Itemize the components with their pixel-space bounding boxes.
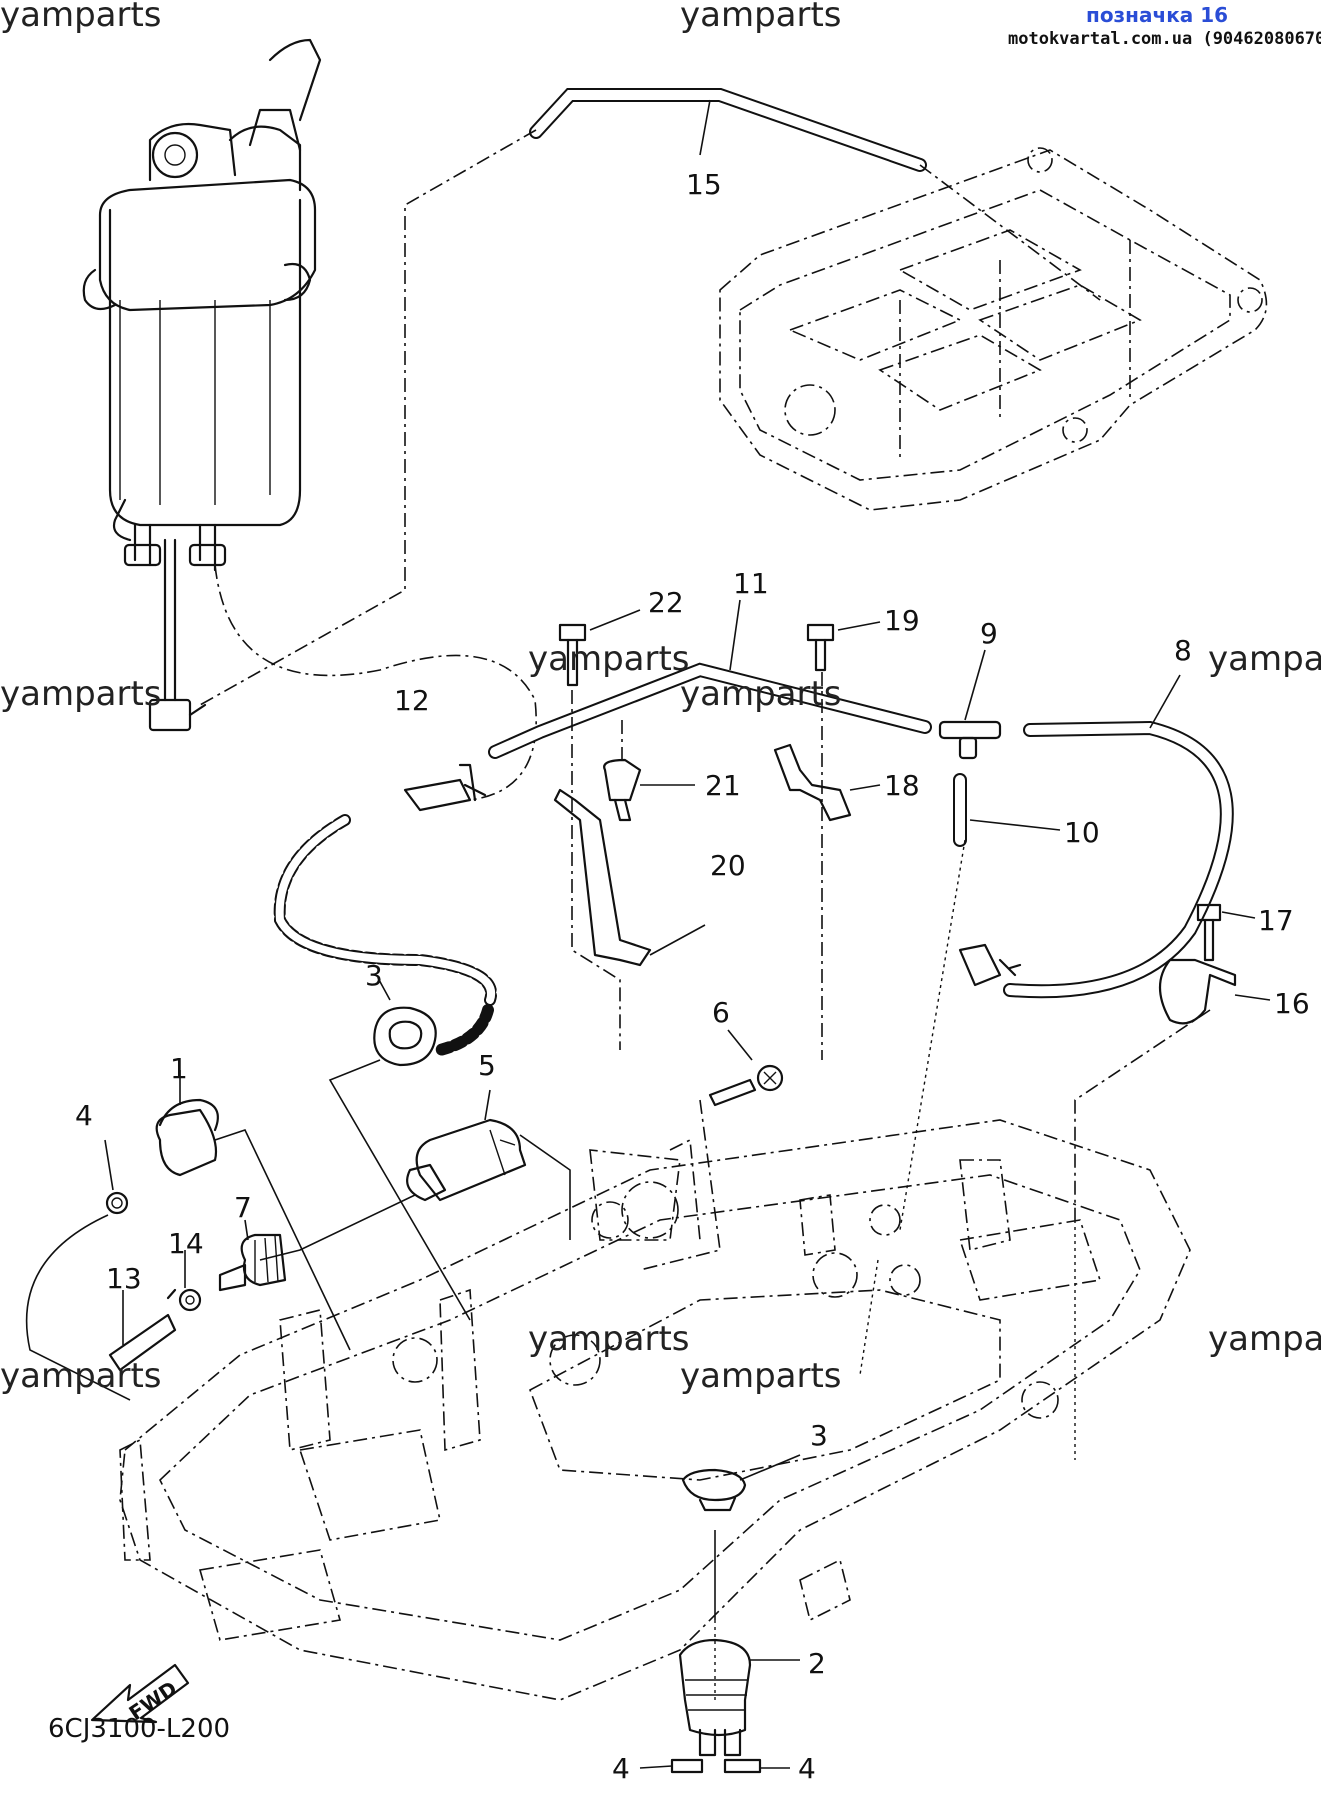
- watermark: yampa: [1208, 639, 1321, 679]
- clip-21: [603, 720, 695, 822]
- diagram-code: 6CJ3100-L200: [48, 1714, 230, 1744]
- clip-14: [166, 1250, 202, 1312]
- callout-1: 1: [170, 1052, 188, 1085]
- callout-22: 22: [648, 586, 684, 619]
- callout-6: 6: [712, 996, 730, 1029]
- callout-11: 11: [733, 567, 769, 600]
- plug-5: [406, 1089, 527, 1202]
- grommet-3-lower: [681, 1454, 801, 1512]
- hose-13: [108, 1290, 177, 1372]
- hose-8: [1003, 674, 1234, 999]
- callout-4-bottom-left: 4: [612, 1752, 630, 1785]
- screw-22: [558, 609, 641, 687]
- watermark: yamparts: [680, 1356, 842, 1396]
- powerhead-base-outline: [719, 147, 1268, 511]
- hose-10: [953, 773, 1061, 847]
- callout-17: 17: [1258, 904, 1294, 937]
- joint-9: [938, 649, 1002, 760]
- callout-8: 8: [1174, 634, 1192, 667]
- header-title: позначка 16: [1086, 3, 1228, 27]
- watermark: yamparts: [680, 674, 842, 714]
- watermark: yamparts: [0, 0, 162, 35]
- callout-19: 19: [884, 604, 920, 637]
- grommet-3-upper: [373, 977, 437, 1067]
- callout-7: 7: [234, 1191, 252, 1224]
- joint-12: [403, 763, 487, 812]
- callout-18: 18: [884, 769, 920, 802]
- callout-4-left: 4: [75, 1099, 93, 1132]
- watermark: yampa: [1208, 1319, 1321, 1359]
- clip-4-bottom-left: [639, 1758, 704, 1774]
- screw-17: [1196, 903, 1256, 962]
- callout-21: 21: [705, 769, 741, 802]
- watermark: yamparts: [528, 639, 690, 679]
- callout-4-bottom-right: 4: [798, 1752, 816, 1785]
- watermark: yamparts: [0, 1356, 162, 1396]
- callout-12: 12: [394, 684, 430, 717]
- callout-15: 15: [686, 168, 722, 201]
- watermark: yamparts: [528, 1319, 690, 1359]
- callout-5: 5: [478, 1049, 496, 1082]
- clip-4-bottom-right: [723, 1758, 790, 1774]
- grommet-1: [155, 1070, 219, 1177]
- header-subtitle: motokvartal.com.ua (904620806700): [1008, 29, 1321, 49]
- clamp-16: [1159, 958, 1271, 1025]
- callout-14: 14: [168, 1227, 204, 1260]
- callout-3-upper: 3: [365, 959, 383, 992]
- hose-15: [529, 88, 927, 172]
- screw-19: [806, 621, 881, 672]
- clip-4-left: [104, 1139, 129, 1215]
- stay-20: [553, 788, 706, 967]
- vapor-separator-assembly: [82, 38, 322, 732]
- callout-9: 9: [980, 617, 998, 650]
- bottom-cowling-outline: [119, 1119, 1191, 1701]
- callout-10: 10: [1064, 816, 1100, 849]
- callout-13: 13: [106, 1262, 142, 1295]
- watermark: yamparts: [0, 674, 162, 714]
- plug-7: [218, 1219, 287, 1292]
- callout-20: 20: [710, 849, 746, 882]
- callout-3-lower: 3: [810, 1419, 828, 1452]
- callout-16: 16: [1274, 987, 1310, 1020]
- hose-11: [488, 599, 932, 759]
- callout-2: 2: [808, 1647, 826, 1680]
- grommet-2: [678, 1638, 800, 1757]
- holder-18: [773, 743, 881, 822]
- screw-6: [708, 1029, 784, 1107]
- watermark: yamparts: [680, 0, 842, 35]
- fuel-connector: [958, 943, 1022, 987]
